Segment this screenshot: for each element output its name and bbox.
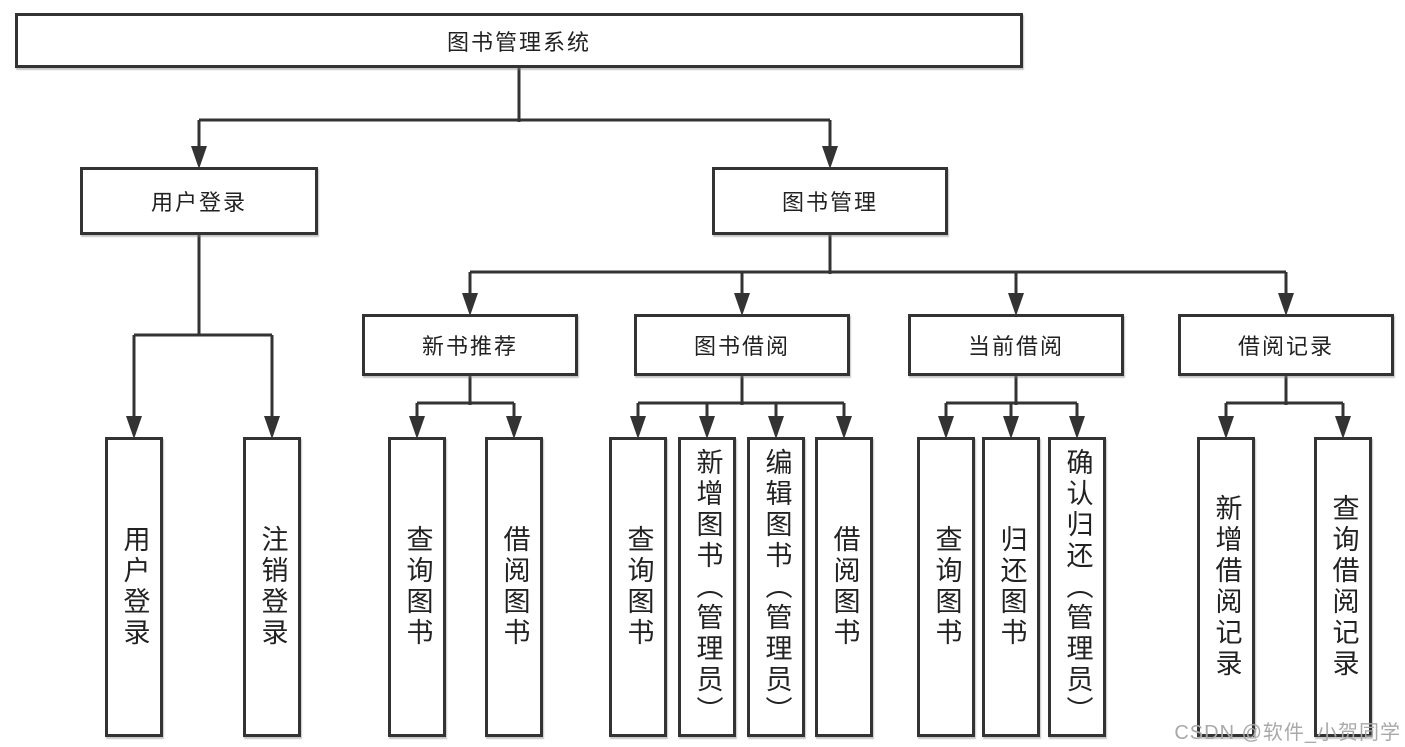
leaf-label: 查询借阅记录 — [1328, 494, 1359, 680]
leaf-label: 新增图书（管理员） — [692, 447, 723, 727]
leaf-add-book-admin: 新增图书（管理员） — [678, 437, 736, 737]
leaf-logout: 注销登录 — [243, 437, 301, 737]
leaf-label: 查询图书 — [402, 525, 433, 649]
arrowheads — [126, 146, 1351, 439]
node-label: 借阅记录 — [1237, 334, 1334, 359]
node-user-login: 用户登录 — [80, 167, 318, 235]
node-label: 图书借阅 — [693, 334, 790, 359]
leaf-label: 查询图书 — [931, 525, 962, 649]
node-borrowing-records: 借阅记录 — [1178, 314, 1394, 376]
node-label: 用户登录 — [150, 190, 247, 215]
node-label: 当前借阅 — [967, 334, 1064, 359]
leaf-query-borrow-record: 查询借阅记录 — [1314, 437, 1372, 737]
leaf-label: 注销登录 — [257, 525, 288, 649]
leaf-label: 确认归还（管理员） — [1062, 447, 1093, 727]
leaf-label: 查询图书 — [623, 525, 654, 649]
leaf-query-book-current: 查询图书 — [917, 437, 975, 737]
leaf-query-book-recommend: 查询图书 — [388, 437, 446, 737]
leaf-confirm-return-admin: 确认归还（管理员） — [1048, 437, 1106, 737]
node-library-management-system: 图书管理系统 — [15, 13, 1023, 68]
leaf-label: 归还图书 — [996, 525, 1027, 649]
leaf-borrow-book-recommend: 借阅图书 — [485, 437, 543, 737]
leaf-user-login: 用户登录 — [105, 437, 163, 737]
leaf-edit-book-admin: 编辑图书（管理员） — [747, 437, 805, 737]
node-new-book-recommend: 新书推荐 — [362, 314, 578, 376]
leaf-label: 用户登录 — [119, 525, 150, 649]
node-current-borrowing: 当前借阅 — [908, 314, 1124, 376]
leaf-query-book-borrow: 查询图书 — [609, 437, 667, 737]
leaf-label: 借阅图书 — [499, 525, 530, 649]
leaf-borrow-book: 借阅图书 — [815, 437, 873, 737]
node-book-management: 图书管理 — [712, 167, 948, 235]
node-label: 图书管理系统 — [446, 29, 591, 55]
leaf-add-borrow-record: 新增借阅记录 — [1197, 437, 1255, 737]
leaf-label: 新增借阅记录 — [1211, 494, 1242, 680]
leaf-label: 编辑图书（管理员） — [761, 447, 792, 727]
leaf-label: 借阅图书 — [829, 525, 860, 649]
leaf-return-book: 归还图书 — [982, 437, 1040, 737]
node-book-borrowing: 图书借阅 — [634, 314, 850, 376]
csdn-watermark: CSDN @软件_小贺同学 — [1174, 722, 1401, 744]
node-label: 新书推荐 — [421, 334, 518, 359]
node-label: 图书管理 — [781, 190, 878, 215]
